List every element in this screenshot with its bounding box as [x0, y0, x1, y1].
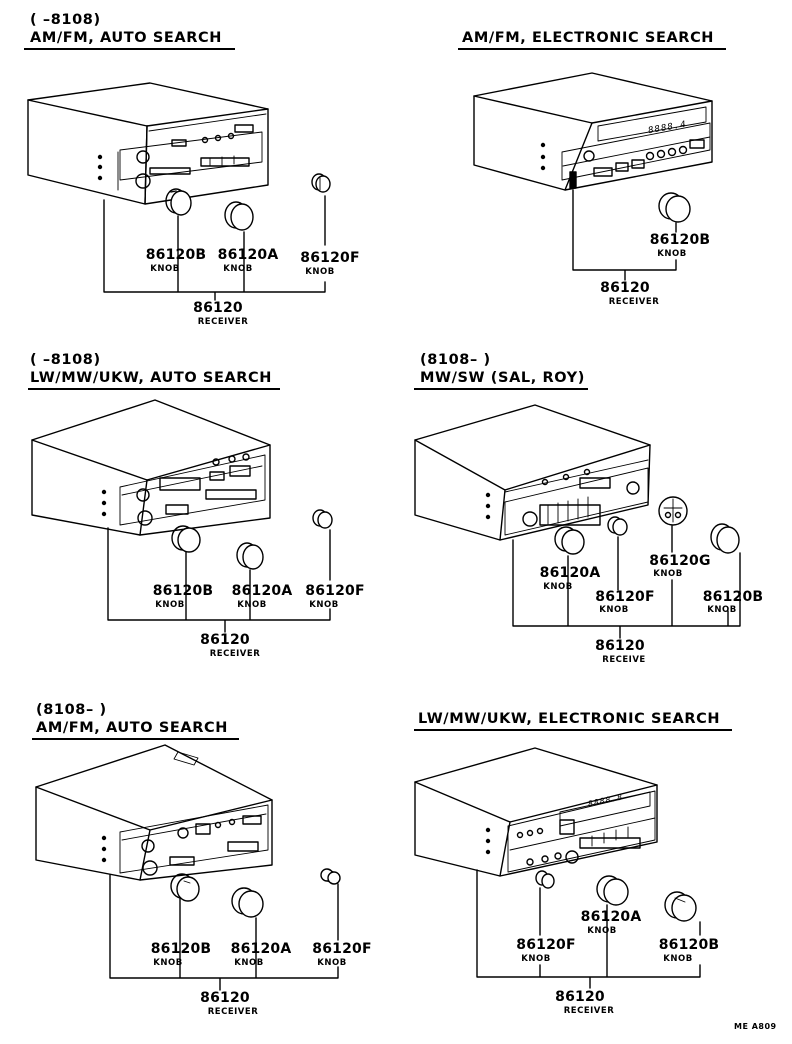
part-number-86120: 86120 [555, 989, 605, 1005]
part-number-86120b: 86120B [658, 937, 720, 953]
receiver-unit-3 [31, 399, 271, 536]
part-name-receiver: RECEIVER [197, 317, 249, 327]
part-number-86120a: 86120A [231, 583, 293, 599]
part-name-knob: KNOB [663, 954, 693, 964]
knob-86120a-4 [554, 526, 585, 555]
part-number-86120a: 86120A [539, 565, 601, 581]
part-number-86120a: 86120A [580, 909, 642, 925]
knob-86120b-1 [165, 188, 192, 216]
part-number-86120b: 86120B [152, 583, 214, 599]
part-name-knob: KNOB [153, 958, 183, 968]
part-number-86120: 86120 [200, 990, 250, 1006]
receiver-unit-6 [414, 747, 658, 877]
knob-86120a-5 [231, 887, 264, 918]
part-name-knob: KNOB [150, 264, 180, 274]
panel-title: MW/SW (SAL, ROY) [420, 370, 585, 386]
knob-86120f-4 [607, 516, 628, 536]
part-name-receiver: RECEIVER [563, 1006, 615, 1016]
title-underline [24, 48, 235, 50]
panel-title: LW/MW/UKW, AUTO SEARCH [30, 370, 273, 386]
leader-lines-1 [103, 195, 326, 301]
part-name-knob: KNOB [521, 954, 551, 964]
part-number-86120b: 86120B [145, 247, 207, 263]
part-number-86120: 86120 [200, 632, 250, 648]
part-name-knob: KNOB [653, 569, 683, 579]
part-number-86120: 86120 [600, 280, 650, 296]
panel-date-range: ( –8108) [30, 12, 101, 28]
knob-86120b-2 [658, 192, 691, 223]
part-number-86120b: 86120B [702, 589, 764, 605]
panel-title: LW/MW/UKW, ELECTRONIC SEARCH [418, 711, 721, 727]
panel-title: AM/FM, AUTO SEARCH [36, 720, 228, 736]
part-number-86120b: 86120B [649, 232, 711, 248]
part-number-86120g: 86120G [649, 553, 711, 569]
part-number-86120f: 86120F [305, 583, 365, 599]
panel-title: AM/FM, AUTO SEARCH [30, 30, 222, 46]
part-number-86120f: 86120F [516, 937, 576, 953]
part-number-86120: 86120 [193, 300, 243, 316]
knob-86120b-5 [170, 873, 200, 902]
part-number-86120: 86120 [595, 638, 645, 654]
part-name-knob: KNOB [155, 600, 185, 610]
part-name-receiver: RECEIVER [209, 649, 261, 659]
part-name-knob: KNOB [599, 605, 629, 615]
part-name-knob: KNOB [707, 605, 737, 615]
receiver-unit-1 [27, 82, 269, 205]
part-number-86120f: 86120F [595, 589, 655, 605]
panel-date-range: ( –8108) [30, 352, 101, 368]
title-underline [458, 48, 726, 50]
panel-date-range: (8108– ) [36, 702, 107, 718]
figure-code: ME A809 [734, 1022, 777, 1031]
leader-lines-2 [572, 189, 677, 281]
knob-86120b-6 [664, 891, 697, 922]
knob-86120g-4 [658, 496, 688, 526]
part-number-86120b: 86120B [150, 941, 212, 957]
part-name-receiver: RECEIVER [608, 297, 660, 307]
knob-86120a-1 [224, 201, 254, 231]
part-name-knob: KNOB [223, 264, 253, 274]
receiver-unit-2 [473, 72, 713, 191]
panel-title: AM/FM, ELECTRONIC SEARCH [462, 30, 715, 46]
receiver-unit-4 [414, 404, 651, 541]
part-name-knob: KNOB [587, 926, 617, 936]
part-number-86120a: 86120A [217, 247, 279, 263]
part-number-86120f: 86120F [300, 250, 360, 266]
leader-lines-3 [107, 527, 331, 633]
leader-lines-4 [512, 525, 741, 639]
part-name-knob: KNOB [317, 958, 347, 968]
part-name-knob: KNOB [309, 600, 339, 610]
part-name-knob: KNOB [234, 958, 264, 968]
part-number-86120f: 86120F [312, 941, 372, 957]
part-number-86120a: 86120A [230, 941, 292, 957]
knob-86120a-3 [236, 542, 264, 570]
knob-86120b-4 [710, 523, 740, 554]
knob-86120a-6 [596, 875, 629, 906]
title-underline [414, 729, 732, 731]
knob-86120b-3 [171, 525, 201, 553]
knob-86120f-5 [320, 868, 341, 885]
part-name-receive: RECEIVE [602, 655, 646, 665]
leader-lines-5 [109, 874, 339, 991]
part-name-knob: KNOB [657, 249, 687, 259]
part-name-knob: KNOB [305, 267, 335, 277]
leader-lines-6 [476, 869, 701, 989]
knob-86120f-1 [311, 173, 331, 193]
title-underline [414, 388, 588, 390]
panel-date-range: (8108– ) [420, 352, 491, 368]
part-name-knob: KNOB [237, 600, 267, 610]
part-name-receiver: RECEIVER [207, 1007, 259, 1017]
receiver-unit-5 [35, 744, 273, 881]
knob-86120f-6 [535, 870, 555, 889]
knob-86120f-3 [312, 509, 333, 529]
title-underline [28, 388, 280, 390]
title-underline [32, 738, 239, 740]
part-name-knob: KNOB [543, 582, 573, 592]
